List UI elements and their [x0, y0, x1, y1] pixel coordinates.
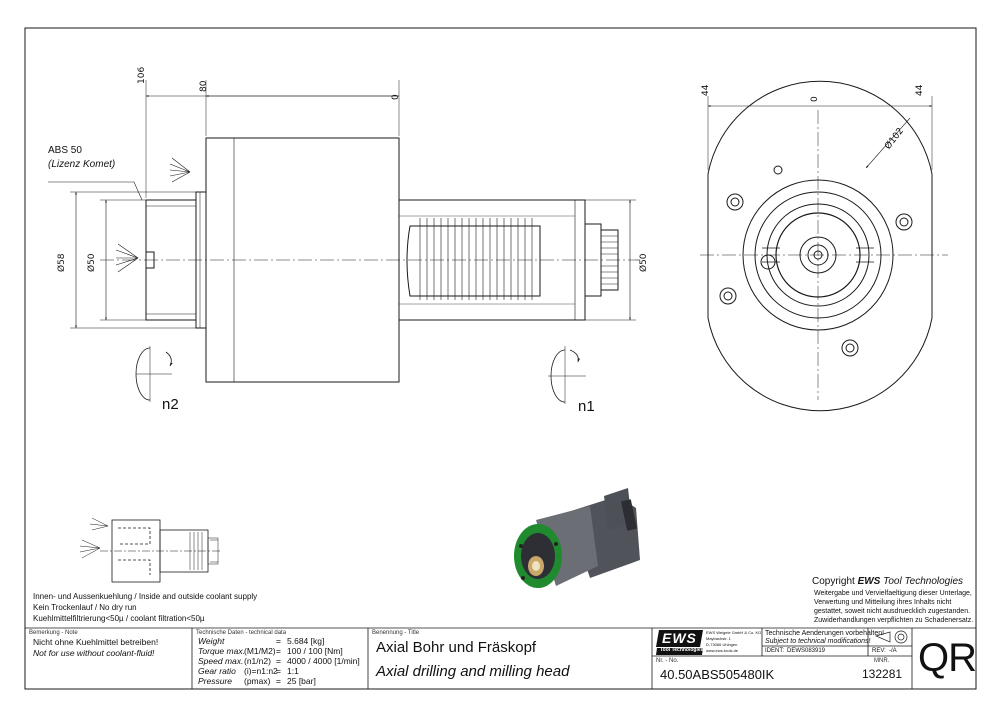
tech-eq: = — [276, 636, 281, 646]
tech-label: Pressure — [198, 676, 233, 686]
bolt-holes — [719, 165, 913, 357]
label-abs: ABS 50 — [48, 145, 82, 156]
tech-label: Gear ratio — [198, 666, 236, 676]
sheet-frame — [24, 27, 977, 690]
change-note-english: Subject to technical modifications! — [765, 638, 871, 645]
tech-eq: = — [276, 676, 281, 686]
dim-0-side: 0 — [391, 94, 401, 100]
rotation-symbol-n2 — [135, 346, 173, 402]
rev-value: -/A — [889, 648, 897, 654]
copyright-line-3: gestattet, soweit nicht ausdruecklich zu… — [814, 608, 971, 615]
mnr-caption: MNR. — [874, 658, 890, 664]
company-line-2: Maybachstr. 1 — [706, 636, 731, 641]
rotation-symbol-n1 — [548, 346, 586, 404]
dim-44-left: 44 — [701, 84, 711, 96]
tech-label: Speed max. — [198, 656, 244, 666]
number-caption: Nr. - No. — [656, 658, 679, 664]
spindle-spline — [600, 229, 619, 291]
tech-eq: = — [276, 666, 281, 676]
ident-label: IDENT: — [765, 648, 785, 654]
part-number: 40.50ABS505480IK — [660, 667, 775, 682]
side-view — [48, 80, 640, 404]
tech-value: 5.684 [kg] — [287, 636, 325, 646]
company-line-1: EWS Weigele GmbH & Co. KG — [706, 630, 762, 635]
coolant-note-3: Kuehlmittelfiltrierung<50µ / coolant fil… — [33, 614, 205, 623]
clamping-nut — [406, 225, 541, 297]
logo-text: EWS — [662, 630, 697, 646]
tech-value: 4000 / 4000 [1/min] — [287, 656, 360, 666]
company-line-3: D-73066 Uhingen — [706, 642, 738, 647]
label-abs-license: (Lizenz Komet) — [48, 159, 116, 170]
dim-106: 106 — [137, 66, 147, 84]
abs-notch — [146, 251, 155, 269]
change-note-german: Technische Aenderungen vorbehalten! — [765, 630, 885, 637]
rev-label: REV: — [872, 648, 886, 654]
coolant-spray-center — [115, 243, 139, 273]
ident-value: DEWS083919 — [787, 648, 826, 654]
tech-symbol: (n1/n2) — [244, 656, 271, 666]
remark-english: Not for use without coolant-fluid! — [33, 648, 155, 658]
coolant-spray-top — [169, 157, 191, 183]
coolant-note-1: Innen- und Aussenkuehlung / Inside and o… — [33, 592, 258, 601]
copyright-line-1: Weitergabe und Vervielfaeltigung dieser … — [814, 590, 972, 597]
dim-0-front: 0 — [810, 96, 820, 102]
qr-marker: QR — [918, 636, 977, 680]
front-flange-outline — [707, 80, 933, 412]
tech-value: 25 [bar] — [287, 676, 316, 686]
copyright-line-2: Verwertung und Mitteilung ihres Inhalts … — [814, 599, 952, 606]
spindle-center — [807, 244, 829, 266]
tech-eq: = — [276, 646, 281, 656]
thread-ridges — [419, 218, 533, 300]
tech-symbol: (M1/M2) — [244, 646, 276, 656]
title-german: Axial Bohr und Fräskopf — [376, 639, 537, 656]
title-english: Axial drilling and milling head — [376, 663, 570, 680]
product-3d-render — [514, 488, 640, 588]
dim-diameter-50-right: Ø50 — [639, 253, 649, 272]
tech-value: 100 / 100 [Nm] — [287, 646, 343, 656]
remark-caption: Bemerkung - Note — [29, 630, 78, 636]
remark-german: Nicht ohne Kuehlmittel betreiben! — [33, 637, 159, 647]
tech-symbol: (i)=n1:n2 — [244, 666, 278, 676]
coolant-note-2: Kein Trockenlauf / No dry run — [33, 603, 137, 612]
dim-diameter-50-left: Ø50 — [87, 253, 97, 272]
tech-eq: = — [276, 656, 281, 666]
copyright-line-4: Zuwiderhandlungen verpflichten zu Schade… — [814, 617, 974, 624]
copyright-title: Copyright EWS Tool Technologies — [812, 576, 964, 587]
mnr-value: 132281 — [862, 667, 903, 681]
tech-label: Weight — [198, 636, 225, 646]
label-n1: n1 — [578, 398, 595, 415]
front-view — [700, 80, 948, 412]
title-caption: Benennung - Title — [372, 630, 420, 636]
logo-subtitle: Tool Technologies — [660, 647, 704, 653]
title-block-lines — [25, 627, 976, 689]
tech-caption: Technische Daten - technical data — [196, 630, 287, 636]
dim-diameter-58: Ø58 — [57, 253, 67, 272]
front-body-circle — [742, 179, 894, 331]
company-line-4: www.ews-tools.de — [706, 648, 739, 653]
dim-80: 80 — [199, 80, 209, 92]
dim-44-right: 44 — [915, 84, 925, 96]
coolant-schematic — [79, 517, 222, 583]
label-n2: n2 — [162, 396, 179, 413]
tech-symbol: (pmax) — [244, 676, 271, 686]
tech-value: 1:1 — [287, 666, 299, 676]
tech-label: Torque max. — [198, 646, 245, 656]
ews-logo — [656, 630, 703, 655]
